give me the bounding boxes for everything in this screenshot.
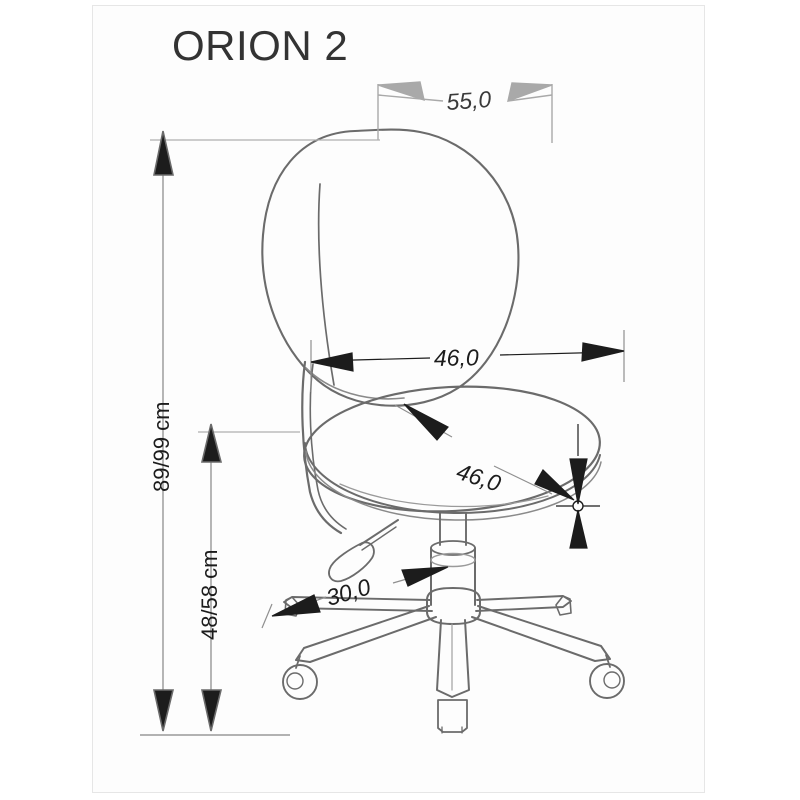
arrow-46a-left [310,352,354,372]
height-lever-arm-2 [361,526,397,551]
base-arm-left-rear [283,596,433,612]
arrow-46b-lower [534,469,575,501]
seat-edge-thickness [304,442,601,515]
caster-center-front-tread [441,726,463,734]
dimension-total-height [150,130,380,732]
arrow-55-left [377,81,425,102]
base-arm-center-front [436,619,470,698]
dimension-label-seat-height: 48/58 cm [197,550,222,641]
caster-left-front-wheel [282,664,318,700]
arrow-30-right [401,566,449,587]
base-arm-left-front [295,605,437,663]
ext-line-30-left [261,603,273,629]
dimension-base-radius [261,566,449,629]
caster-right-front-hub [603,671,621,689]
gas-cylinder-collar [430,552,476,568]
dim-line-55-right [507,94,553,102]
arrow-seatheight-up [200,423,223,463]
height-lever-paddle [328,541,375,583]
caster-center-front [437,699,468,734]
caster-left-front-hub [286,672,304,690]
arrow-height-up [153,130,175,176]
backrest-support-bar-outer [301,360,343,535]
gas-cylinder-top-cap [430,540,476,556]
arrow-seatheight-down [201,689,223,732]
arrow-55-right [507,82,553,103]
dimension-label-total-height: 89/99 cm [149,402,174,493]
dim-line-46b-lower [493,465,553,495]
seat-front-crease [339,483,549,508]
dimension-width-top [377,81,553,143]
seat-top-ellipse [303,385,601,513]
dim-line-55-left [377,94,444,102]
height-lever-arm [359,519,399,546]
caster-right-rear [555,595,572,616]
caster-right-front [589,654,625,699]
arrow-46a-right [581,342,625,362]
arrow-46b-upper [403,403,449,441]
backrest-seam-line [317,183,335,386]
page-title: ORION 2 [172,22,349,69]
dimension-backrest-width [310,330,625,392]
chair-illustration [261,128,625,734]
gas-cylinder-shaft [439,512,467,546]
arrow-thickness-up [569,509,588,549]
dimension-seat-height [198,423,300,732]
gas-cylinder-body [430,547,476,606]
arrow-thickness-down [569,458,588,505]
base-arm-right-rear [475,595,572,612]
arrow-30-left [271,594,321,617]
backrest-outline [261,128,520,407]
dimension-seat-thickness [556,424,600,549]
base-hub [426,587,481,625]
dimension-label-backrest-width: 46,0 [434,344,479,371]
caster-left-front [282,655,318,700]
arrow-height-down [153,689,175,732]
dimension-label-seat-depth: 46,0 [453,458,504,497]
backrest-lower-edge [305,367,405,400]
dimension-seat-depth [394,403,575,501]
dimension-label-width-top: 55,0 [446,86,493,115]
base-arm-right-front [471,605,611,662]
caster-right-front-wheel [589,663,625,699]
